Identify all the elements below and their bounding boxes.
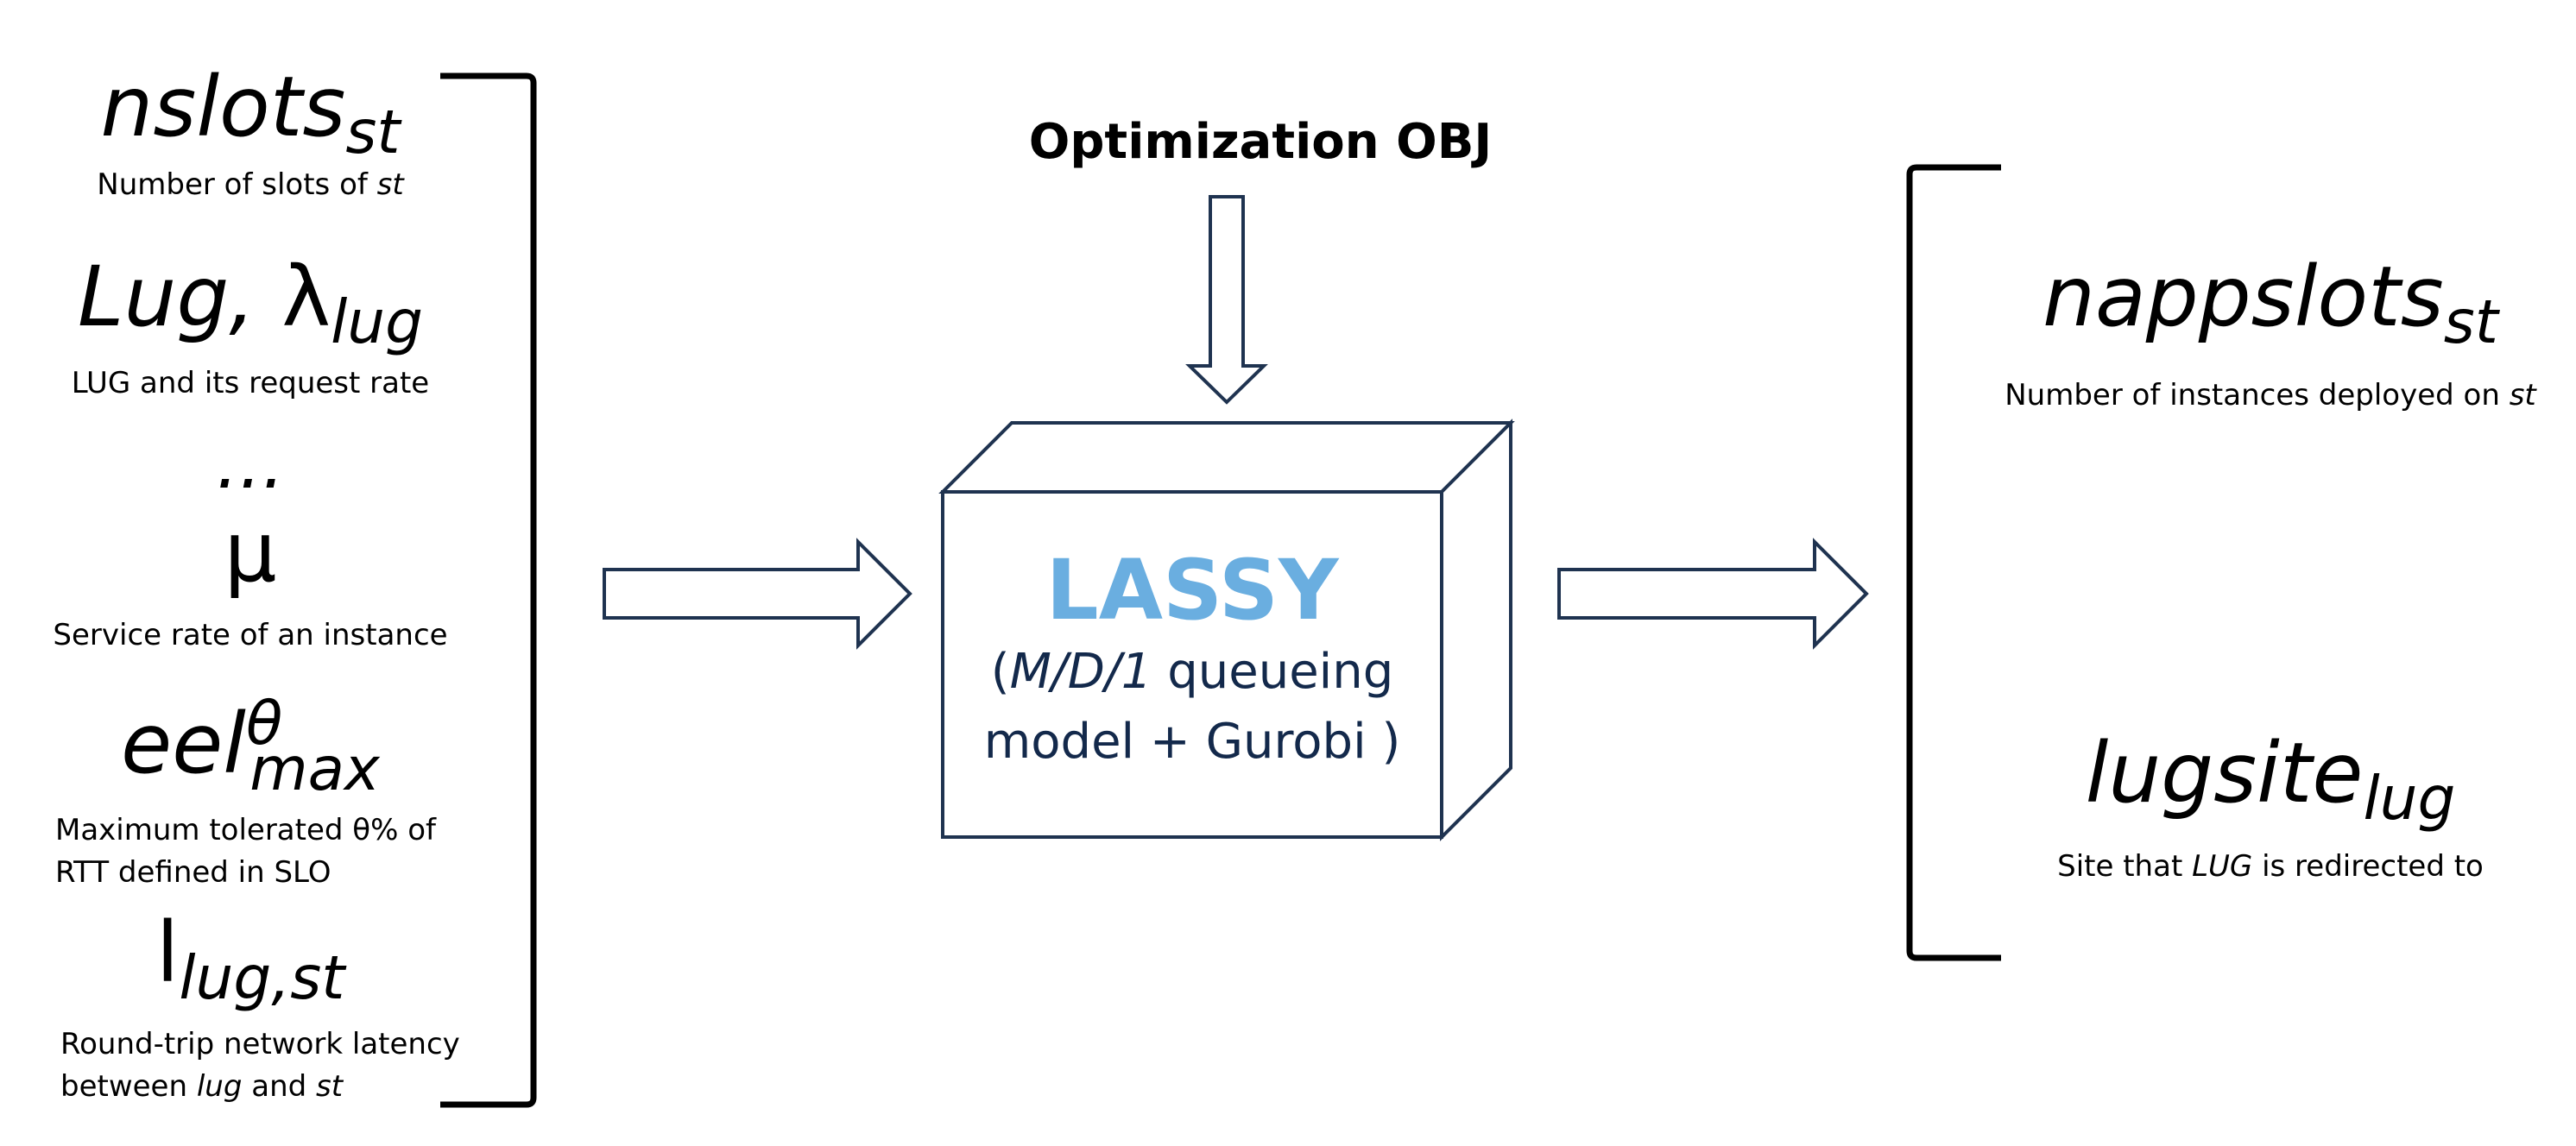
output-nappslots-symbol: nappslotsst: [2042, 249, 2498, 358]
objective-label: Optimization OBJ: [1028, 114, 1493, 170]
input-nslots-symbol: nslotsst: [100, 59, 401, 168]
solver-model-line2: model + Gurobi ): [983, 713, 1401, 770]
solver-text: LASSY (M/D/1 queueing model + Gurobi ): [943, 545, 1442, 777]
input-latency-symbol: llug,st: [155, 904, 345, 1014]
input-ellipsis: …: [216, 424, 285, 504]
input-bracket: [440, 72, 537, 1108]
input-lug-desc: LUG and its request rate: [71, 366, 430, 400]
output-bracket: [1906, 164, 2001, 961]
solver-name: LASSY: [1045, 542, 1339, 639]
solver-box: [938, 419, 1515, 841]
output-lugsite-symbol: lugsitelug: [2085, 725, 2456, 834]
input-lug-symbol: Lug, λlug: [78, 249, 423, 358]
output-nappslots-desc: Number of instances deployed on st: [2005, 378, 2536, 412]
input-eel-symbol: eelθmax: [121, 689, 380, 805]
objective-arrow: [1185, 195, 1268, 405]
input-arrow: [603, 538, 912, 650]
output-lugsite-desc: Site that LUG is redirected to: [2057, 849, 2484, 884]
solver-model-line1: (M/D/1 queueing: [990, 643, 1394, 700]
input-nslots-desc: Number of slots of st: [97, 167, 404, 202]
output-arrow: [1557, 538, 1869, 650]
input-mu-symbol: μ: [224, 504, 277, 601]
input-eel-desc: Maximum tolerated θ% of RTT defined in S…: [55, 813, 436, 891]
input-mu-desc: Service rate of an instance: [53, 618, 448, 652]
input-latency-desc: Round-trip network latency between lug a…: [60, 1027, 460, 1105]
